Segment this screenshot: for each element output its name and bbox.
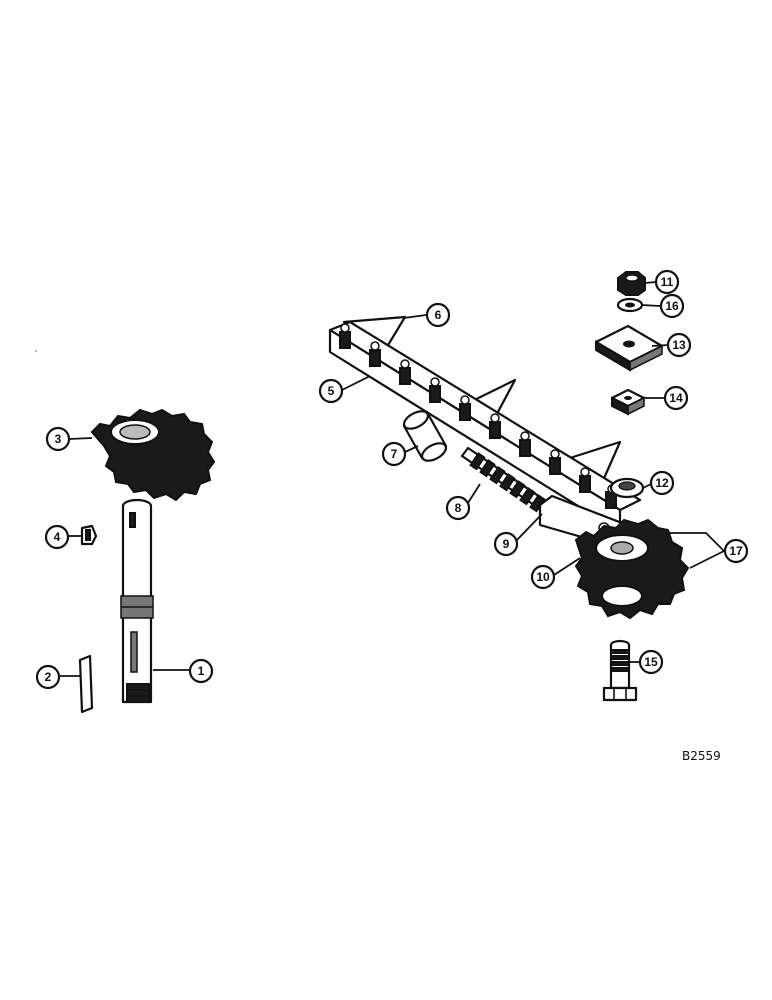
sprocket-part-3 [90,408,216,502]
woodruff-key-part-4 [80,524,98,546]
bushing-part-12 [609,477,645,499]
stray-dot [35,350,37,352]
callout-label-16: 16 [665,299,679,313]
callout-label-17: 17 [729,544,743,558]
callout-9: 9 [493,531,519,557]
callout-12: 12 [649,470,675,496]
callout-16: 16 [659,293,685,319]
callout-7: 7 [381,441,407,467]
callout-14: 14 [663,385,689,411]
chain-frame-part-5 [328,315,642,534]
shaft-part-1 [120,498,154,704]
callout-6: 6 [425,302,451,328]
square-nut-part-14 [610,388,646,416]
reference-code: B2559 [682,749,721,763]
callout-label-2: 2 [45,670,52,684]
callout-8: 8 [445,495,471,521]
idler-sprocket-part-10 [574,518,690,620]
callout-label-14: 14 [669,391,683,405]
callout-5: 5 [318,378,344,404]
callout-label-4: 4 [54,530,61,544]
callout-label-13: 13 [672,338,686,352]
hex-nut-part-11 [617,271,646,296]
callout-label-3: 3 [55,432,62,446]
callout-label-8: 8 [455,501,462,515]
callout-label-15: 15 [644,655,658,669]
callout-label-5: 5 [328,384,335,398]
callout-label-10: 10 [536,570,550,584]
square-plate-part-13 [594,324,664,372]
callout-3: 3 [45,426,71,452]
callout-10: 10 [530,564,556,590]
callout-1: 1 [188,658,214,684]
callout-label-12: 12 [655,476,669,490]
bolt-part-15 [602,639,638,702]
callout-label-11: 11 [661,275,674,289]
callout-15: 15 [638,649,664,675]
callout-4: 4 [44,524,70,550]
callout-label-6: 6 [435,308,442,322]
tension-spring-part-8 [460,446,564,522]
callout-2: 2 [35,664,61,690]
callout-11: 11 [654,269,680,295]
callout-label-7: 7 [391,447,398,461]
callout-label-9: 9 [503,537,510,551]
lock-washer-part-16 [616,297,644,313]
flat-key-part-2 [78,654,94,714]
callout-13: 13 [666,332,692,358]
callout-17: 17 [723,538,749,564]
callout-label-1: 1 [198,664,205,678]
